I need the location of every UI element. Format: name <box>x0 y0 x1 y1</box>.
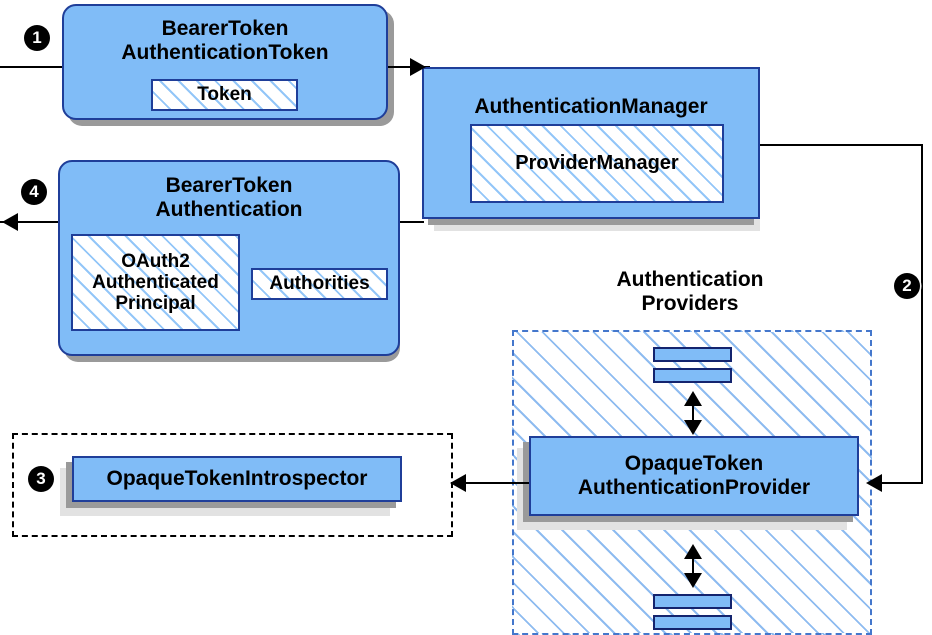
connector-authentication-out <box>0 221 62 223</box>
connector-incoming-request <box>0 66 70 68</box>
connector-token-to-manager <box>386 66 430 68</box>
provider-top-connector-line <box>692 393 694 431</box>
opaque-token-introspector-node[interactable]: OpaqueTokenIntrospector <box>72 456 402 502</box>
step-marker-2: 2 <box>894 273 920 299</box>
provider-top-arrow-down <box>684 420 702 435</box>
provider-manager-label: ProviderManager <box>515 152 679 175</box>
provider-bottom-arrow-up <box>684 544 702 559</box>
connector-right-vertical <box>921 144 923 483</box>
token-inner-label: Token <box>197 84 252 106</box>
provider-bar-bottom-1 <box>653 594 732 609</box>
provider-bar-top-2 <box>653 368 732 383</box>
principal-line-2: Authenticated <box>92 271 219 293</box>
step-marker-1: 1 <box>24 25 50 51</box>
btat-line-1: BearerToken <box>161 17 289 41</box>
connector-authentication-out-arrowhead <box>2 213 18 231</box>
connector-right-to-provider-arrowhead <box>866 474 882 492</box>
bearer-token-authentication-token-node[interactable]: BearerToken AuthenticationToken <box>62 4 388 120</box>
opaque-token-introspector-label: OpaqueTokenIntrospector <box>106 467 368 491</box>
step-marker-3: 3 <box>28 466 54 492</box>
connector-right-to-provider <box>870 482 923 484</box>
authentication-manager-title: AuthenticationManager <box>474 95 708 119</box>
principal-line-1: OAuth2 <box>121 250 190 272</box>
connector-manager-to-right <box>758 144 923 146</box>
bta-line-1: BearerToken <box>165 174 293 198</box>
connector-token-to-manager-arrowhead <box>410 58 426 76</box>
otap-title: OpaqueToken AuthenticationProvider <box>578 452 810 499</box>
connector-manager-to-authentication <box>398 221 424 223</box>
ap-title-line-2: Providers <box>641 291 739 315</box>
bearer-token-authentication-token-title: BearerToken AuthenticationToken <box>121 17 328 64</box>
principal-line-3: Principal <box>115 293 196 315</box>
otap-line-1: OpaqueToken <box>624 452 764 476</box>
provider-bottom-connector-line <box>692 546 694 584</box>
otap-line-2: AuthenticationProvider <box>577 476 811 499</box>
oauth2-authenticated-principal-box[interactable]: OAuth2 Authenticated Principal <box>71 234 240 331</box>
opaque-token-authentication-provider-node[interactable]: OpaqueToken AuthenticationProvider <box>529 436 859 516</box>
step-3-label: 3 <box>36 469 46 488</box>
step-1-label: 1 <box>32 28 42 47</box>
ap-title-line-1: Authentication <box>616 268 764 291</box>
authentication-providers-title: Authentication Providers <box>540 268 840 315</box>
bearer-token-authentication-title: BearerToken Authentication <box>156 174 303 221</box>
provider-bar-bottom-2 <box>653 615 732 630</box>
bta-line-2: Authentication <box>155 198 303 221</box>
authorities-label: Authorities <box>269 273 370 295</box>
authorities-box[interactable]: Authorities <box>251 268 388 300</box>
provider-bar-top-1 <box>653 347 732 362</box>
connector-provider-to-introspector <box>455 482 531 484</box>
provider-top-arrow-up <box>684 391 702 406</box>
token-inner-box[interactable]: Token <box>151 79 298 111</box>
step-marker-4: 4 <box>21 179 47 205</box>
provider-manager-inner-box[interactable]: ProviderManager <box>470 124 724 203</box>
connector-provider-to-introspector-arrowhead <box>450 474 466 492</box>
btat-line-2: AuthenticationToken <box>121 41 329 64</box>
step-2-label: 2 <box>902 276 912 295</box>
provider-bottom-arrow-down <box>684 573 702 588</box>
step-4-label: 4 <box>29 182 39 201</box>
